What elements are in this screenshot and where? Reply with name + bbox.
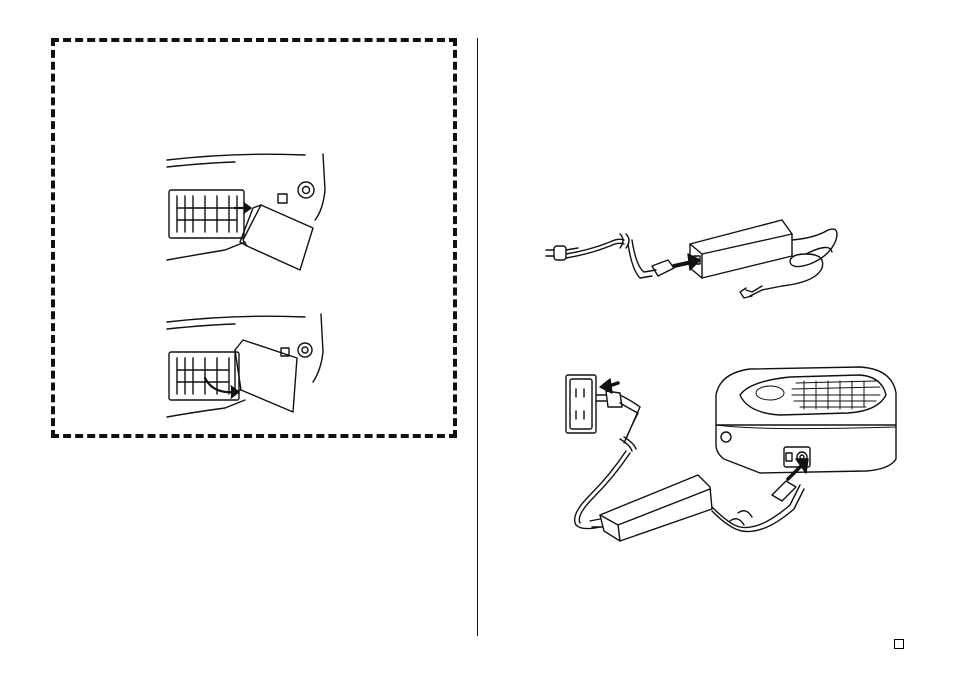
attach-cover-step-1-icon xyxy=(166,153,326,271)
ac-adaptor-cord-connection-icon xyxy=(545,219,838,299)
page-marker-box xyxy=(894,639,904,649)
attach-cover-step-2-icon xyxy=(166,313,324,418)
column-divider xyxy=(477,38,478,636)
plug-into-outlet-and-device-icon xyxy=(565,366,897,542)
dashed-callout-box xyxy=(51,38,457,438)
